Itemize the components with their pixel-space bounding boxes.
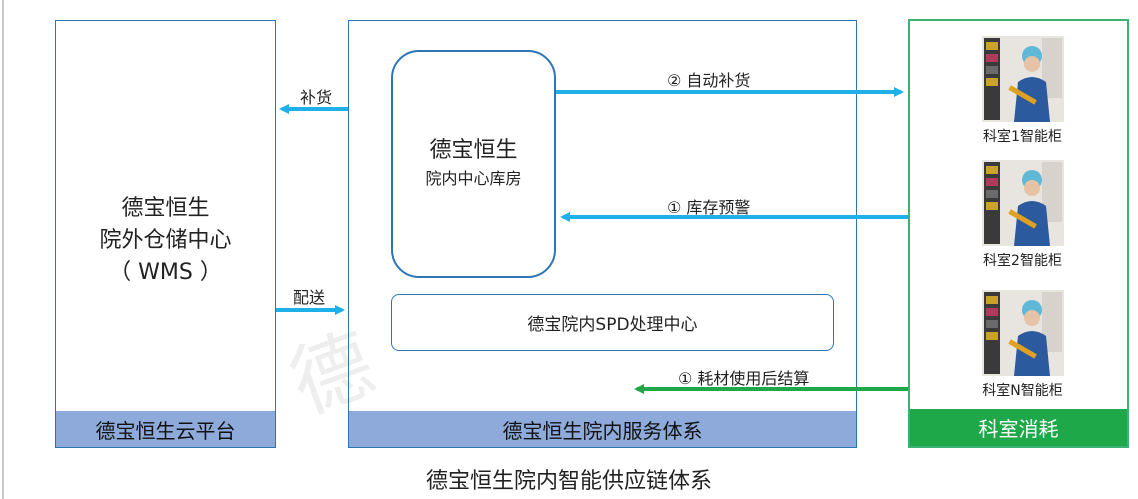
offsite-warehouse-label: 德宝恒生 院外仓储中心 （ WMS ） [56, 193, 275, 289]
department-footer: 科室消耗 [910, 409, 1127, 446]
cabinet-n: 科室N智能柜 [950, 290, 1095, 400]
auto-replenish-label: ② 自动补货 [667, 71, 751, 90]
settlement-label: ① 耗材使用后结算 [678, 369, 810, 388]
nurse-cabinet-icon [981, 160, 1064, 246]
cloud-platform-panel: 德宝恒生 院外仓储中心 （ WMS ） 德宝恒生云平台 [55, 20, 276, 448]
warehouse-title: 德宝恒生 [429, 138, 518, 163]
cabinet-2-label: 科室2智能柜 [983, 253, 1062, 269]
replenish-label: 补货 [300, 88, 333, 107]
spd-center-box: 德宝院内SPD处理中心 [391, 294, 834, 351]
hospital-service-footer: 德宝恒生院内服务体系 [349, 411, 856, 447]
hospital-service-panel: 德宝恒生院内服务体系 [348, 20, 857, 448]
nurse-cabinet-icon [981, 290, 1064, 376]
warehouse-subtitle: 院内中心库房 [425, 169, 522, 188]
cabinet-1: 科室1智能柜 [950, 36, 1095, 146]
cloud-name-line1: 德宝恒生 [121, 196, 210, 221]
central-warehouse-box: 德宝恒生 院内中心库房 [391, 50, 556, 278]
diagram-title: 德宝恒生院内智能供应链体系 [425, 469, 712, 494]
cabinet-1-label: 科室1智能柜 [983, 129, 1062, 145]
cloud-platform-footer: 德宝恒生云平台 [56, 411, 275, 447]
left-edge-line [2, 0, 4, 499]
cloud-name-line2: 院外仓储中心 [99, 228, 232, 253]
nurse-cabinet-icon [981, 36, 1064, 122]
cloud-name-line3: （ WMS ） [109, 260, 222, 285]
cabinet-n-label: 科室N智能柜 [982, 383, 1063, 399]
department-panel: 科室消耗 [908, 19, 1129, 448]
delivery-label: 配送 [293, 288, 326, 307]
cabinet-2: 科室2智能柜 [950, 160, 1095, 270]
stock-alert-label: ① 库存预警 [667, 198, 751, 217]
